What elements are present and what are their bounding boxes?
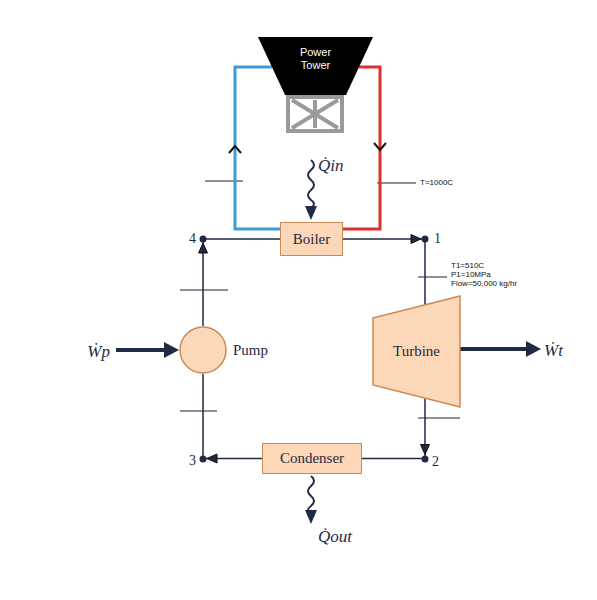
node-label: Turbine [393,343,440,360]
tower-lattice [288,97,342,131]
turbine-work-arrowhead [526,341,541,357]
pump-outline [180,327,226,373]
turbine-shape: Turbine [373,296,460,407]
state-number: 3 [189,453,196,469]
condition-note: Flow=50,000 kg/hr [451,280,517,288]
power-tower: Power Tower [258,37,373,95]
pump-work-label: Ẇp [87,342,110,362]
boiler-box: Boiler [280,222,343,256]
condensate-line [203,374,262,459]
cold-salt-line [235,67,280,229]
arrowhead [199,243,208,253]
arrowhead [374,143,386,150]
node-label: Pump [233,342,268,359]
condition-note: P1=10MPa [451,271,491,279]
hot-salt-line [343,67,380,229]
state-number: 2 [432,454,439,470]
state-number: 4 [189,231,196,247]
heat-in-arrow [308,160,314,208]
temperature-note: T=1000C [420,179,453,187]
arrowhead [421,445,430,455]
turbine-work-label: Ẇt [544,341,563,361]
arrowhead [229,146,241,153]
node-label: Condenser [280,450,344,467]
tower-receiver [258,37,373,95]
condenser-box: Condenser [262,443,362,474]
node-label: Boiler [293,231,331,248]
exhaust-line [362,398,425,458]
arrowhead [207,454,217,463]
tick-marks [180,181,460,418]
turbine-outline [373,296,460,407]
node-label: Power Tower [294,46,338,71]
state-number: 1 [434,231,441,247]
pump-circle-outline [179,326,227,374]
heat-in-arrowhead [305,206,317,220]
pump-work-arrowhead [164,342,179,358]
pump-circle: Pump [179,326,227,374]
pump-work-arrow [116,348,166,352]
heat-out-label: Q̇out [318,527,352,547]
arrowhead [411,235,421,244]
heat-in-label: Q̇in [318,156,344,176]
heat-out-arrow [308,476,314,512]
turbine-work-arrow [460,347,528,351]
heat-out-arrowhead [305,510,317,524]
steam-line [343,239,425,305]
feedwater-line [203,239,280,326]
condition-note: T1=510C [451,262,484,270]
